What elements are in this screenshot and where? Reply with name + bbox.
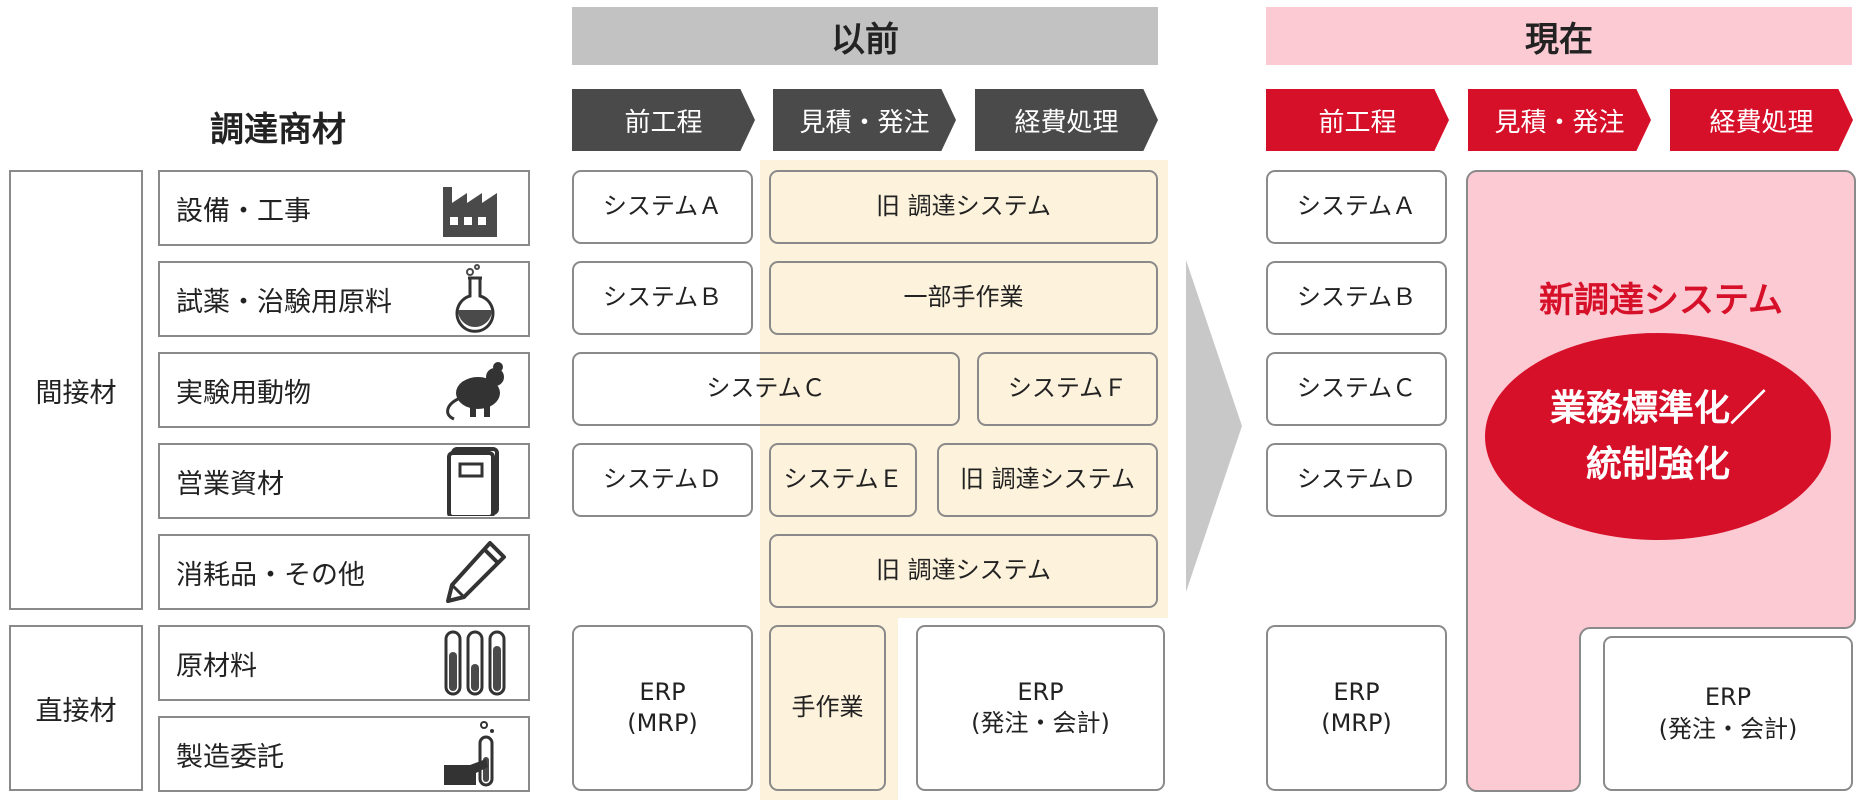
group-indirect: 間接材 [9, 170, 143, 610]
hand-test-tube-icon [444, 721, 494, 787]
now-banner: 現在 [1266, 7, 1852, 65]
now-system-a: システムＡ [1266, 170, 1447, 244]
material-consumables: 消耗品・その他 [158, 534, 530, 610]
before-system-d: システムＤ [572, 443, 753, 517]
now-system-d: システムＤ [1266, 443, 1447, 517]
highlight-band-upper [760, 160, 1168, 618]
before-banner: 以前 [572, 7, 1158, 65]
now-title: 現在 [1525, 19, 1593, 60]
step-before-quote: 見積・発注 [773, 89, 956, 151]
group-direct: 直接材 [9, 625, 143, 791]
material-reagent: 試薬・治験用原料 [158, 261, 530, 337]
step-before-expense: 経費処理 [975, 89, 1158, 151]
before-old-system-1: 旧 調達システム [769, 170, 1158, 244]
binder-icon [447, 447, 499, 516]
step-before-pre: 前工程 [572, 89, 755, 151]
before-old-system-3: 旧 調達システム [769, 534, 1158, 608]
before-erp-order: ERP (発注・会計) [916, 625, 1165, 791]
test-tubes-icon [444, 630, 506, 696]
now-system-c: システムＣ [1266, 352, 1447, 426]
before-title: 以前 [831, 19, 899, 60]
material-animal: 実験用動物 [158, 352, 530, 428]
before-manual: 手作業 [769, 625, 886, 791]
highlight-band-lower [760, 618, 898, 800]
rat-icon [446, 362, 504, 421]
material-raw: 原材料 [158, 625, 530, 701]
before-system-a: システムＡ [572, 170, 753, 244]
new-system-title: 新調達システム [1539, 281, 1783, 321]
step-now-quote: 見積・発注 [1468, 89, 1651, 151]
step-now-pre: 前工程 [1266, 89, 1449, 151]
material-sales: 営業資材 [158, 443, 530, 519]
before-system-e: システムＥ [769, 443, 917, 517]
before-partial-manual: 一部手作業 [769, 261, 1158, 335]
before-system-b: システムＢ [572, 261, 753, 335]
transition-arrow [1186, 260, 1242, 592]
material-equipment: 設備・工事 [158, 170, 530, 246]
oval-text: 業務標準化／ 統制強化 [1549, 387, 1766, 485]
before-erp-mrp: ERP (MRP) [572, 625, 753, 791]
before-old-system-2: 旧 調達システム [937, 443, 1158, 517]
step-now-expense: 経費処理 [1670, 89, 1853, 151]
materials-title: 調達商材 [210, 110, 346, 150]
before-system-f: システムＦ [977, 352, 1158, 426]
now-erp-order: ERP (発注・会計) [1603, 636, 1853, 791]
factory-icon [443, 187, 497, 237]
flask-icon [455, 264, 495, 333]
now-erp-mrp: ERP (MRP) [1266, 625, 1447, 791]
before-system-c: システムＣ [572, 352, 960, 426]
material-contract-mfg: 製造委託 [158, 716, 530, 792]
pencil-icon [446, 541, 506, 603]
now-system-b: システムＢ [1266, 261, 1447, 335]
standardization-oval: 業務標準化／ 統制強化 [1485, 333, 1831, 540]
